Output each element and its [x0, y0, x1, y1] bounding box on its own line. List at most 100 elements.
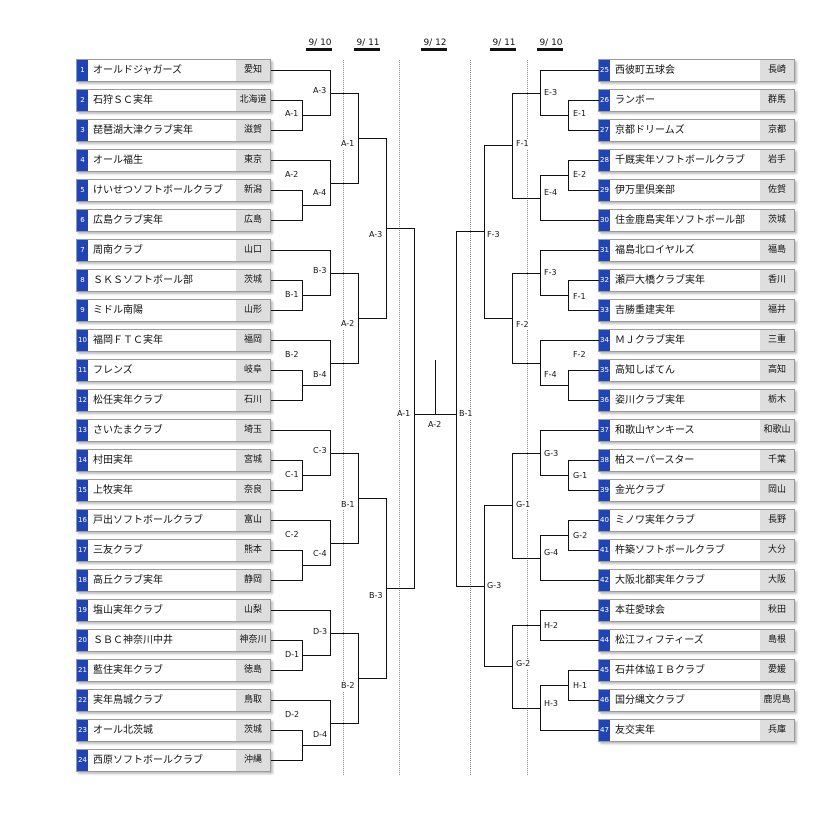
bracket-line	[330, 272, 359, 274]
match-label: B-2	[340, 681, 356, 691]
team-seed-number: 38	[599, 450, 610, 471]
bracket-line	[271, 340, 331, 341]
team-seed-number: 47	[599, 720, 610, 741]
bracket-line	[568, 460, 599, 461]
team-seed-number: 5	[77, 180, 88, 201]
bracket-line	[512, 272, 541, 274]
bracket-line	[302, 655, 331, 656]
team-seed-number: 7	[77, 240, 88, 261]
bracket-line	[540, 250, 599, 251]
match-label: B-1	[284, 290, 300, 300]
team-name: オール福生	[93, 155, 143, 166]
team-seed-number: 29	[599, 180, 610, 201]
date-right-round2: 9/ 11	[492, 38, 516, 48]
team-seed-number: 26	[599, 90, 610, 111]
bracket-line	[512, 92, 541, 94]
bracket-line	[302, 385, 331, 386]
team-name: 大阪北都実年クラブ	[615, 575, 705, 586]
bracket-line	[330, 542, 359, 544]
team-name: 琵琶湖大津クラブ実年	[93, 125, 193, 136]
date-final: 9/ 12	[423, 38, 447, 48]
team-seed-number: 17	[77, 540, 88, 561]
bracket-line	[271, 490, 303, 491]
team-seed-number: 4	[77, 150, 88, 171]
bracket-line	[568, 100, 599, 101]
team-name: 友交実年	[615, 725, 655, 736]
bracket-line	[330, 722, 359, 724]
team-name: 松江フィフティーズ	[615, 635, 704, 646]
match-label: C-3	[312, 446, 328, 456]
team-name: ＭＪクラブ実年	[615, 335, 685, 346]
bracket-line	[435, 360, 436, 415]
bracket-line	[358, 137, 387, 139]
day-separator	[343, 60, 344, 775]
team-prefecture: 石川	[236, 390, 270, 411]
bracket-line	[386, 587, 415, 589]
bracket-line	[484, 145, 513, 146]
team-name: 千厩実年ソフトボールクラブ	[615, 155, 745, 166]
match-label: G-1	[572, 471, 589, 481]
match-label: F-4	[543, 370, 558, 380]
team-prefecture: 群馬	[760, 90, 794, 111]
team-name: オールドジャガーズ	[93, 65, 182, 76]
match-label: H-2	[543, 621, 559, 631]
team-name: 高知しばてん	[615, 365, 675, 376]
bracket-line	[302, 205, 331, 206]
match-label: G-1	[515, 500, 532, 510]
team-seed-number: 39	[599, 480, 610, 501]
team-seed-number: 42	[599, 570, 610, 591]
team-seed-number: 25	[599, 60, 610, 81]
bracket-line	[271, 520, 331, 521]
team-name: 松任実年クラブ	[93, 395, 163, 406]
team-name: 石井体協ＩＢクラブ	[615, 665, 705, 676]
team-name: さいたまクラブ	[93, 425, 163, 436]
team-seed-number: 43	[599, 600, 610, 621]
match-label: G-4	[543, 548, 560, 558]
team-seed-number: 30	[599, 210, 610, 231]
team-name: 三友クラブ	[93, 545, 143, 556]
team-prefecture: 岐阜	[236, 360, 270, 381]
team-prefecture: 東京	[236, 150, 270, 171]
team-name: 塩山実年クラブ	[93, 605, 163, 616]
team-prefecture: 京都	[760, 120, 794, 141]
bracket-line	[271, 160, 331, 161]
team-seed-number: 22	[77, 690, 88, 711]
team-seed-number: 13	[77, 420, 88, 441]
bracket-line	[512, 625, 541, 626]
bracket-line	[540, 70, 599, 71]
match-label: A-1	[340, 139, 356, 149]
team-prefecture: 栃木	[760, 390, 794, 411]
team-name: 戸出ソフトボールクラブ	[93, 515, 203, 526]
team-prefecture: 佐賀	[760, 180, 794, 201]
team-seed-number: 9	[77, 300, 88, 321]
bracket-line	[358, 677, 387, 679]
bracket-line	[568, 490, 599, 491]
match-label: D-1	[284, 650, 301, 660]
team-name: 実年鳥城クラブ	[93, 695, 163, 706]
match-label: F-1	[515, 139, 530, 149]
bracket-line	[568, 160, 599, 161]
bracket-line	[271, 70, 331, 71]
team-name: ランボー	[615, 95, 655, 106]
team-prefecture: 愛媛	[760, 660, 794, 681]
team-prefecture: 新潟	[236, 180, 270, 201]
team-prefecture: 神奈川	[236, 630, 270, 651]
bracket-line	[271, 100, 303, 101]
bracket-line	[271, 730, 303, 731]
match-label: B-2	[284, 350, 300, 360]
bracket-line	[540, 340, 599, 341]
team-name: 国分縄文クラブ	[615, 695, 685, 706]
